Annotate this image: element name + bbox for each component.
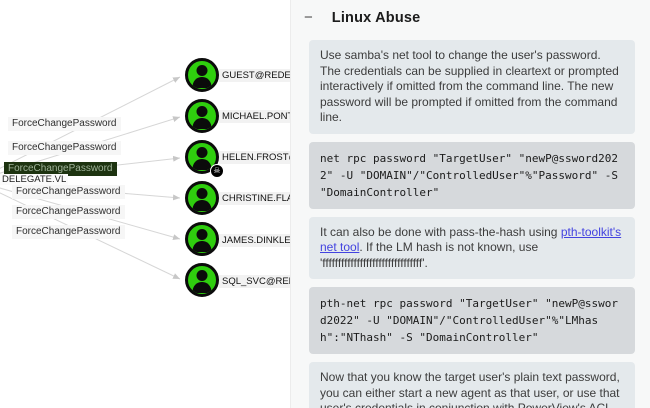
node-label: GUEST@REDELEG: [219, 69, 313, 82]
user-node-james[interactable]: [185, 222, 219, 256]
collapse-minus-icon[interactable]: −: [304, 9, 313, 26]
paragraph-outro: Now that you know the target user's plai…: [309, 362, 635, 408]
person-icon: [192, 77, 212, 88]
source-node-label: DELEGATE.VL: [0, 174, 69, 185]
node-label: JAMES.DINKLEBE: [219, 234, 307, 247]
user-node-michael[interactable]: [185, 99, 219, 133]
edge-label-forcechangepassword[interactable]: ForceChangePassword: [8, 141, 121, 155]
edge-label-forcechangepassword[interactable]: ForceChangePassword: [12, 225, 125, 239]
person-icon: [196, 65, 208, 76]
edge-label-forcechangepassword[interactable]: ForceChangePassword: [8, 117, 121, 131]
person-icon: [192, 159, 212, 170]
node-label: SQL_SVC@REDEL: [219, 275, 311, 288]
person-icon: [196, 147, 208, 158]
abuse-info-panel: − Linux Abuse Use samba's net tool to ch…: [290, 0, 650, 408]
paragraph-intro: Use samba's net tool to change the user'…: [309, 40, 635, 134]
node-label: CHRISTINE.FLAN: [219, 192, 304, 205]
node-label: MICHAEL.PONTIA: [219, 110, 306, 123]
code-block-pth-net-rpc: pth-net rpc password "TargetUser" "newP@…: [309, 287, 635, 354]
person-icon: [192, 118, 212, 129]
user-node-sqlsvc[interactable]: [185, 263, 219, 297]
person-icon: [192, 282, 212, 293]
panel-title: Linux Abuse: [331, 10, 421, 26]
owned-skull-icon: ☠: [210, 164, 224, 178]
edge-label-forcechangepassword[interactable]: ForceChangePassword: [12, 185, 125, 199]
person-icon: [196, 270, 208, 281]
person-icon: [192, 241, 212, 252]
person-icon: [196, 106, 208, 117]
user-node-guest[interactable]: [185, 58, 219, 92]
accordion-header-linux-abuse[interactable]: − Linux Abuse: [291, 0, 650, 34]
paragraph-pth: It can also be done with pass-the-hash u…: [309, 216, 635, 279]
node-label: HELEN.FROST@R: [219, 151, 309, 164]
pth-toolkit-link[interactable]: pth-toolkit's net tool: [320, 224, 622, 255]
edge-label-forcechangepassword-selected[interactable]: ForceChangePassword: [4, 162, 117, 176]
panel-body: Use samba's net tool to change the user'…: [291, 34, 650, 408]
person-icon: [192, 200, 212, 211]
pth-text-before: It can also be done with pass-the-hash u…: [320, 224, 561, 239]
person-icon: [196, 229, 208, 240]
code-block-net-rpc: net rpc password "TargetUser" "newP@sswo…: [309, 141, 635, 209]
pth-text-after: . If the LM hash is not known, use 'ffff…: [320, 240, 539, 270]
person-icon: [196, 188, 208, 199]
edge-label-forcechangepassword[interactable]: ForceChangePassword: [12, 205, 125, 219]
user-node-christine[interactable]: [185, 181, 219, 215]
